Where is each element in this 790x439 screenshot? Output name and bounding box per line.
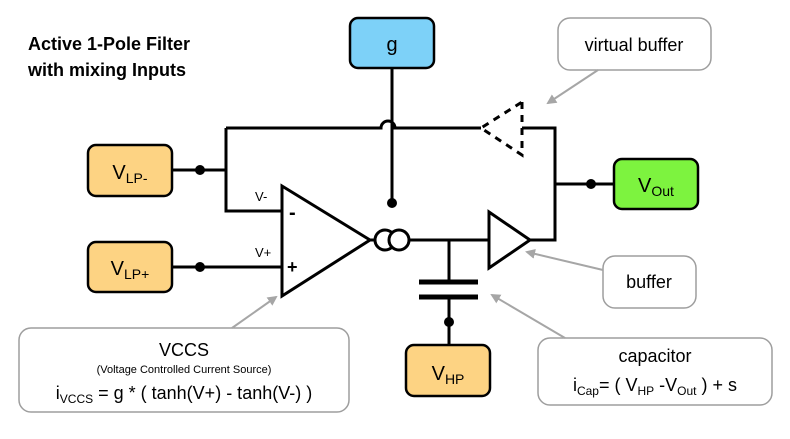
junction-vlp-plus bbox=[195, 262, 205, 272]
opamp-vminus-label: V- bbox=[255, 189, 267, 204]
capacitor-arrow bbox=[490, 293, 566, 339]
virtual-buffer-text: virtual buffer bbox=[585, 35, 684, 55]
opamp-triangle bbox=[280, 183, 373, 299]
vlp-plus-label: VLP+ bbox=[111, 258, 150, 282]
vout-block bbox=[612, 157, 700, 211]
capacitor-equation: iCap= ( VHP -VOut ) + s bbox=[573, 375, 737, 398]
virtual-buffer-arrow bbox=[546, 69, 599, 105]
g-block-label: g bbox=[386, 34, 397, 56]
vccs-symbol bbox=[373, 228, 411, 252]
capacitor-callout bbox=[537, 337, 773, 406]
feedback-wire-top bbox=[226, 119, 481, 130]
vccs-equation: iVCCS = g * ( tanh(V+) - tanh(V-) ) bbox=[56, 383, 312, 406]
vlp-plus-block bbox=[86, 240, 174, 294]
output-wire bbox=[522, 126, 557, 242]
vccs-subtitle: (Voltage Controlled Current Source) bbox=[97, 364, 272, 376]
capacitor-title: capacitor bbox=[618, 346, 691, 366]
vccs-arrow bbox=[231, 295, 278, 329]
vhp-label: VHP bbox=[432, 363, 465, 387]
buffer-triangle bbox=[487, 209, 533, 271]
diagram-title-line2: with mixing Inputs bbox=[27, 60, 186, 80]
buffer-arrow bbox=[525, 248, 604, 271]
virtual-buffer-triangle bbox=[478, 99, 524, 158]
vlp-minus-label: VLP- bbox=[112, 162, 147, 186]
buffer-callout bbox=[602, 255, 697, 309]
opamp-minus-sign: - bbox=[289, 202, 296, 224]
vout-label: VOut bbox=[638, 175, 674, 199]
buffer-text: buffer bbox=[626, 272, 672, 292]
opamp-plus-sign: + bbox=[287, 257, 298, 277]
virtual-buffer-callout bbox=[557, 17, 712, 71]
capacitor-symbol bbox=[419, 279, 478, 300]
vccs-callout bbox=[18, 327, 350, 413]
vhp-block bbox=[404, 343, 492, 398]
diagram-title-line1: Active 1-Pole Filter bbox=[28, 34, 190, 54]
opamp-vplus-label: V+ bbox=[255, 245, 271, 260]
vccs-title: VCCS bbox=[159, 340, 209, 360]
junction-vlp-minus bbox=[195, 165, 205, 175]
junction-g bbox=[387, 198, 397, 208]
junction-vout bbox=[586, 179, 596, 189]
g-block bbox=[348, 16, 436, 70]
junction-dots bbox=[195, 165, 596, 327]
junction-vhp bbox=[444, 317, 454, 327]
feedback-wire-left bbox=[224, 128, 282, 213]
vlp-minus-block bbox=[86, 143, 174, 198]
